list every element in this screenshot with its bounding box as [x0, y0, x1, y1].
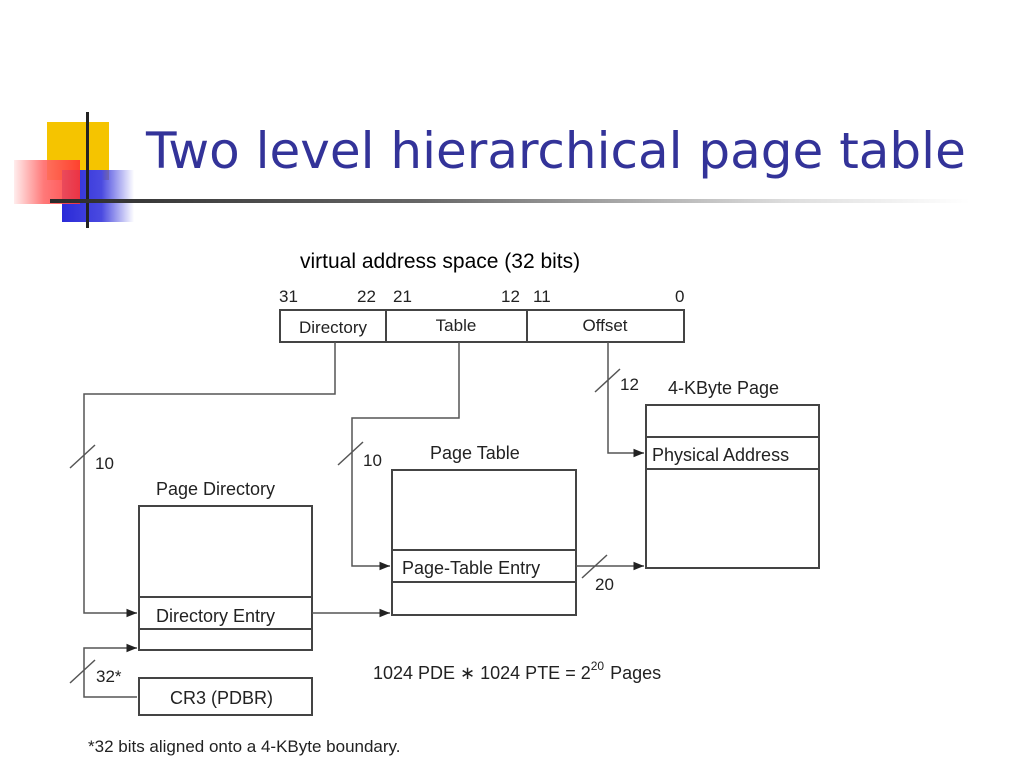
bit-label: 31 — [279, 287, 298, 306]
footnote: *32 bits aligned onto a 4-KByte boundary… — [88, 737, 401, 756]
cr3-width-label: 32* — [96, 667, 122, 686]
bit-label: 22 — [357, 287, 376, 306]
page-table-box — [391, 469, 577, 616]
table-width-label: 10 — [363, 451, 382, 470]
page-title: 4-KByte Page — [668, 378, 779, 398]
page-directory-box — [138, 505, 313, 651]
bit-label: 0 — [675, 287, 684, 306]
offset-width-label: 12 — [620, 375, 639, 394]
equation-main: 1024 PDE ∗ 1024 PTE = 2 — [373, 663, 591, 683]
physical-address-label: Physical Address — [652, 445, 789, 465]
linear-address-box — [279, 309, 685, 343]
title-underline — [50, 199, 970, 203]
directory-arrow — [83, 342, 336, 618]
directory-entry-label: Directory Entry — [156, 606, 275, 626]
cr3-label: CR3 (PDBR) — [170, 688, 273, 708]
bit-label: 11 — [533, 287, 551, 306]
offset-arrow — [607, 342, 644, 458]
field-offset-label: Offset — [582, 316, 627, 335]
equation-text: 1024 PDE ∗ 1024 PTE = 220 Pages — [373, 659, 661, 683]
decor-red-square — [14, 160, 80, 204]
page-directory-title: Page Directory — [156, 479, 275, 499]
table-arrow — [351, 342, 460, 571]
field-table-label: Table — [436, 316, 477, 335]
field-directory-label: Directory — [299, 318, 368, 337]
bit-label: 21 — [393, 287, 412, 306]
page-table-title: Page Table — [430, 443, 520, 463]
cr3-box — [138, 677, 313, 716]
equation-suffix: Pages — [610, 663, 661, 683]
equation-exponent: 20 — [591, 659, 605, 673]
slide-title: Two level hierarchical page table — [146, 122, 966, 180]
frame-width-label: 20 — [595, 575, 614, 594]
cr3-arrow — [83, 643, 137, 698]
decor-vertical-line — [86, 112, 89, 228]
address-space-caption: virtual address space (32 bits) — [300, 250, 581, 273]
directory-width-label: 10 — [95, 454, 114, 473]
page-table-entry-label: Page-Table Entry — [402, 558, 540, 578]
page-box — [645, 404, 820, 569]
bit-label: 12 — [501, 287, 520, 306]
